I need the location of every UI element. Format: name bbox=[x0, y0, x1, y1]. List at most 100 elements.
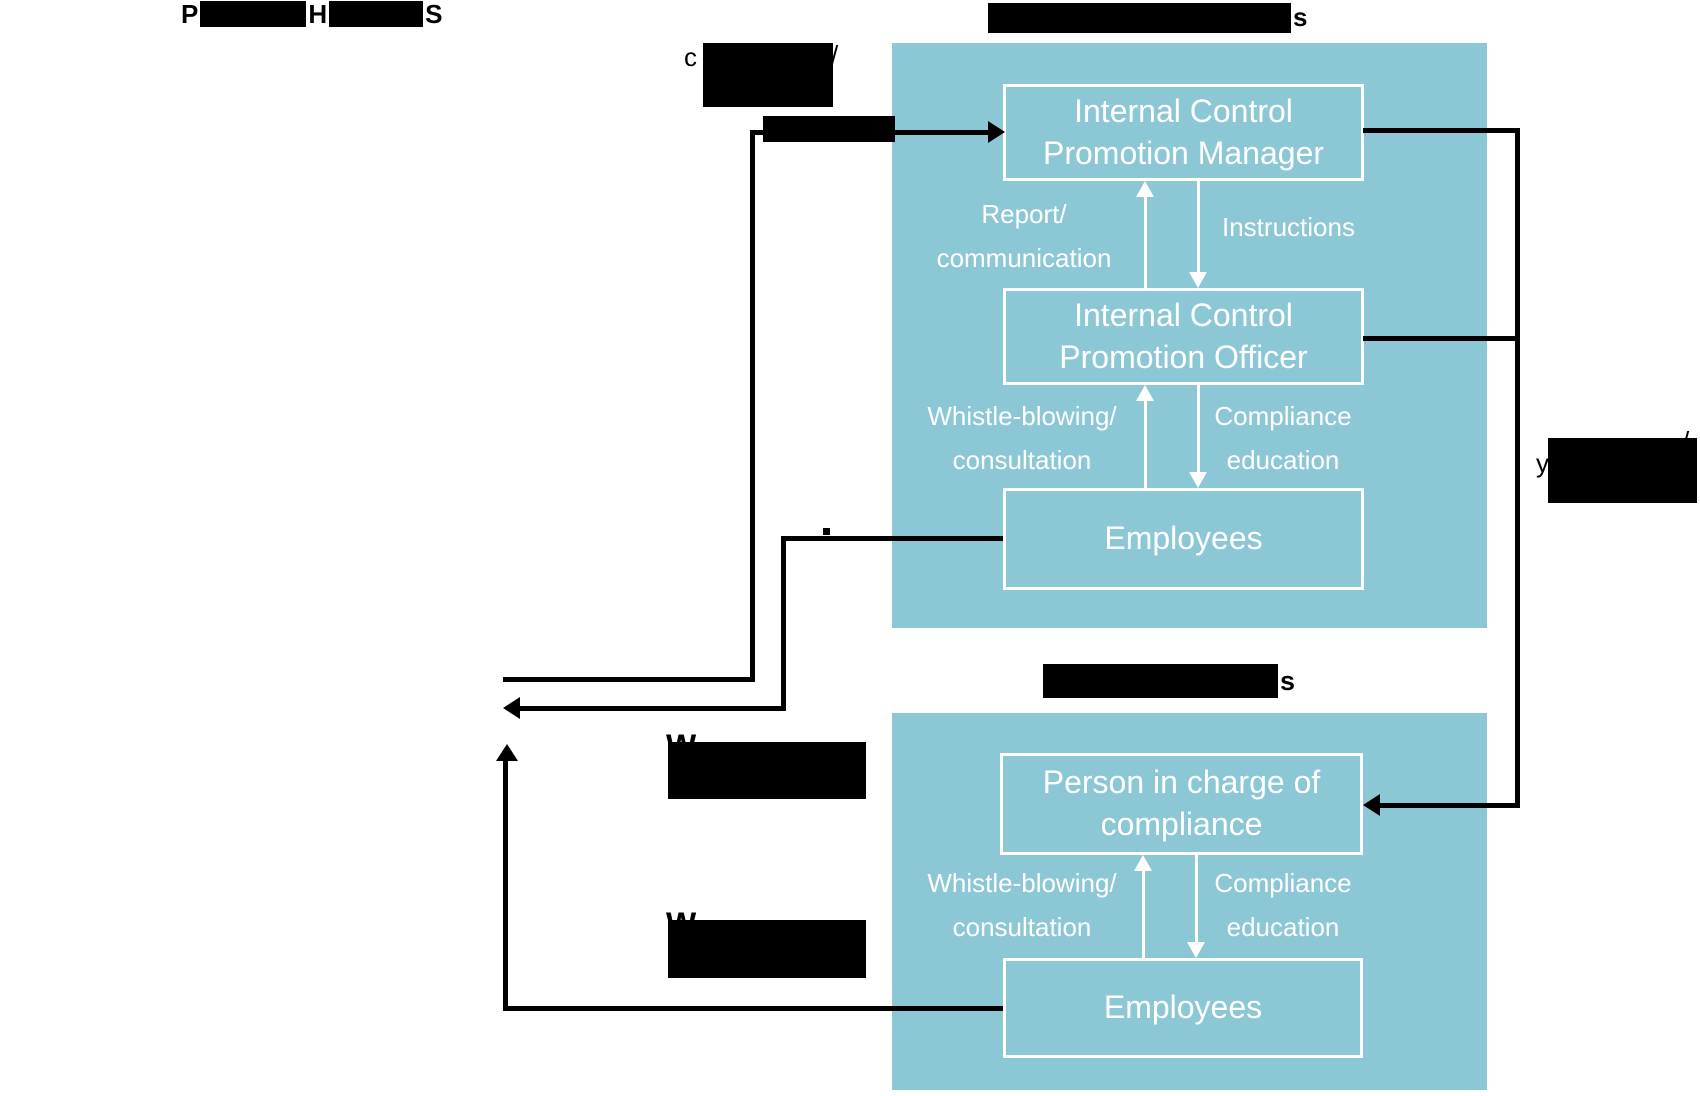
br-whistle-line1: Whistle-blowing/ bbox=[927, 868, 1117, 898]
top-right-employees-box: Employees bbox=[1003, 488, 1364, 590]
br-whistle-arrow-line bbox=[1142, 869, 1145, 958]
redacted-right-label-hint: y bbox=[1536, 448, 1549, 478]
bottom-right-employees-label: Employees bbox=[1103, 989, 1263, 1026]
hq-whistle-arrow-line bbox=[249, 758, 252, 906]
title-letter: P bbox=[181, 0, 199, 29]
bottom-right-panel bbox=[892, 713, 1487, 1090]
hq-employees-label: Employees bbox=[189, 937, 349, 974]
left-panel-title-redacted: P H S bbox=[179, 0, 444, 29]
tr-employees-to-grc-connector bbox=[786, 536, 1003, 541]
redacted-w-label-lower bbox=[668, 920, 866, 978]
right-bracket-connector bbox=[1515, 128, 1520, 808]
title-letter: s bbox=[1280, 665, 1296, 696]
hq-whistle-blowing-line2: consultation bbox=[56, 835, 196, 865]
tr-compliance-education-label: Compliance education bbox=[1211, 394, 1355, 482]
bracket-to-person-arrowhead-icon bbox=[1363, 794, 1380, 816]
redacted-mid-label-hint: c bbox=[684, 42, 697, 72]
redacted-right-label-slash: / bbox=[1682, 426, 1690, 456]
grc-to-manager-arrowhead-icon bbox=[988, 121, 1005, 143]
tr-report-arrow-line bbox=[1144, 195, 1147, 288]
hq-whistle-arrow-up-icon bbox=[241, 744, 259, 760]
grc-to-manager-connector bbox=[750, 130, 755, 682]
hq-education-arrow-line bbox=[301, 744, 304, 890]
stray-dot bbox=[823, 528, 830, 535]
officer-report-arrow-up-icon bbox=[303, 572, 321, 588]
redaction-bar bbox=[329, 1, 424, 27]
report-arrow-up-icon bbox=[328, 232, 346, 248]
tr-instructions-arrow-down-icon bbox=[1189, 272, 1207, 288]
officer-to-person-connector bbox=[1363, 336, 1517, 341]
tr-whistle-arrow-up-icon bbox=[1136, 385, 1154, 401]
manager-to-person-connector bbox=[1363, 128, 1517, 133]
internal-control-promotion-officer-box: Internal Control Promotion Officer bbox=[1003, 288, 1364, 385]
tr-whistle-arrow-line bbox=[1144, 399, 1147, 488]
hq-whistle-blowing-line1: Whistle-blowing/ bbox=[31, 791, 221, 821]
tr-whistle-blowing-label: Whistle-blowing/ consultation bbox=[920, 394, 1124, 482]
compliance-officer-label-line1: Officer in charge of bbox=[200, 482, 470, 519]
redacted-connector-bar bbox=[763, 116, 895, 142]
report-arrow-line bbox=[336, 246, 339, 303]
group-grc-division-label: Group GRC Division bbox=[190, 677, 480, 714]
redacted-mid-label-slash: / bbox=[831, 40, 839, 70]
compliance-officer-label-line2: compliance bbox=[254, 524, 416, 561]
icp-manager-line2: Promotion Manager bbox=[1042, 134, 1325, 171]
redacted-w-label-upper bbox=[668, 742, 866, 799]
instructions-label-lower: Instructions bbox=[384, 598, 517, 628]
hq-education-arrow-down-icon bbox=[293, 890, 311, 906]
board-label: The Board bbox=[260, 163, 410, 200]
ceo-report-arrow-line bbox=[311, 417, 314, 472]
br-compliance-line2: education bbox=[1226, 912, 1340, 942]
ceo-instructions-arrow-down-icon bbox=[355, 456, 373, 472]
redaction-bar bbox=[988, 2, 1291, 33]
title-letter: S bbox=[425, 0, 443, 29]
officer-instructions-arrow-line bbox=[363, 572, 366, 633]
br-employees-to-grc-arrowhead-icon bbox=[496, 744, 518, 761]
hq-employees-box: Employees bbox=[88, 906, 450, 1006]
icp-officer-line1: Internal Control bbox=[1074, 296, 1293, 333]
tr-education-arrow-down-icon bbox=[1189, 472, 1207, 488]
redaction-bar bbox=[200, 1, 307, 27]
br-whistle-line2: consultation bbox=[952, 912, 1092, 942]
group-grc-division-box: Group GRC Division bbox=[167, 649, 503, 744]
redacted-w-label-upper-hint: W bbox=[666, 728, 697, 764]
tr-whistle-line1: Whistle-blowing/ bbox=[927, 401, 1117, 431]
hq-whistle-blowing-label: Whistle-blowing/ consultation bbox=[28, 784, 224, 872]
tr-report-arrow-up-icon bbox=[1136, 181, 1154, 197]
tr-whistle-line2: consultation bbox=[952, 445, 1092, 475]
ceo-box: CEO bbox=[167, 303, 503, 404]
officer-instructions-arrow-down-icon bbox=[355, 633, 373, 649]
board-box: The Board bbox=[167, 132, 503, 233]
tr-compliance-line2: education bbox=[1226, 445, 1340, 475]
br-compliance-education-label: Compliance education bbox=[1211, 861, 1355, 949]
person-in-charge-line2: compliance bbox=[1100, 806, 1263, 842]
ceo-instructions-arrow-line bbox=[363, 403, 366, 456]
officer-report-arrow-line bbox=[311, 586, 314, 649]
tr-compliance-line1: Compliance bbox=[1214, 401, 1352, 431]
title-letter: H bbox=[308, 0, 328, 29]
top-right-employees-label: Employees bbox=[1104, 520, 1263, 557]
bottom-right-panel-title-redacted: s bbox=[1043, 663, 1297, 699]
hq-compliance-education-line2: education bbox=[324, 835, 438, 865]
br-compliance-line1: Compliance bbox=[1214, 868, 1352, 898]
redaction-bar bbox=[1043, 664, 1278, 698]
redacted-w-label-lower-hint: W bbox=[666, 906, 697, 942]
bottom-right-employees-box: Employees bbox=[1003, 958, 1363, 1058]
ceo-label: CEO bbox=[300, 334, 370, 371]
tr-employees-to-grc-connector bbox=[781, 536, 786, 711]
grc-to-manager-connector bbox=[503, 677, 755, 682]
br-whistle-arrow-up-icon bbox=[1134, 855, 1152, 871]
tr-instructions-arrow-line bbox=[1197, 181, 1200, 272]
redacted-mid-label bbox=[703, 43, 833, 107]
report-communication-label-lower: Report/communication bbox=[37, 595, 298, 625]
hq-compliance-education-line1: Compliance bbox=[312, 791, 450, 821]
person-in-charge-box: Person in charge of compliance bbox=[1000, 753, 1363, 855]
ceo-report-arrow-up-icon bbox=[303, 403, 321, 419]
br-whistle-blowing-label: Whistle-blowing/ consultation bbox=[920, 861, 1124, 949]
compliance-officer-box: Officer in charge of compliance bbox=[167, 472, 503, 573]
instructions-label-upper: Instructions bbox=[384, 427, 517, 457]
top-right-panel-title-redacted: s bbox=[988, 2, 1309, 33]
br-education-arrow-down-icon bbox=[1187, 942, 1205, 958]
title-letter: s bbox=[1293, 2, 1308, 32]
tr-report-line1: Report/ bbox=[981, 199, 1067, 229]
